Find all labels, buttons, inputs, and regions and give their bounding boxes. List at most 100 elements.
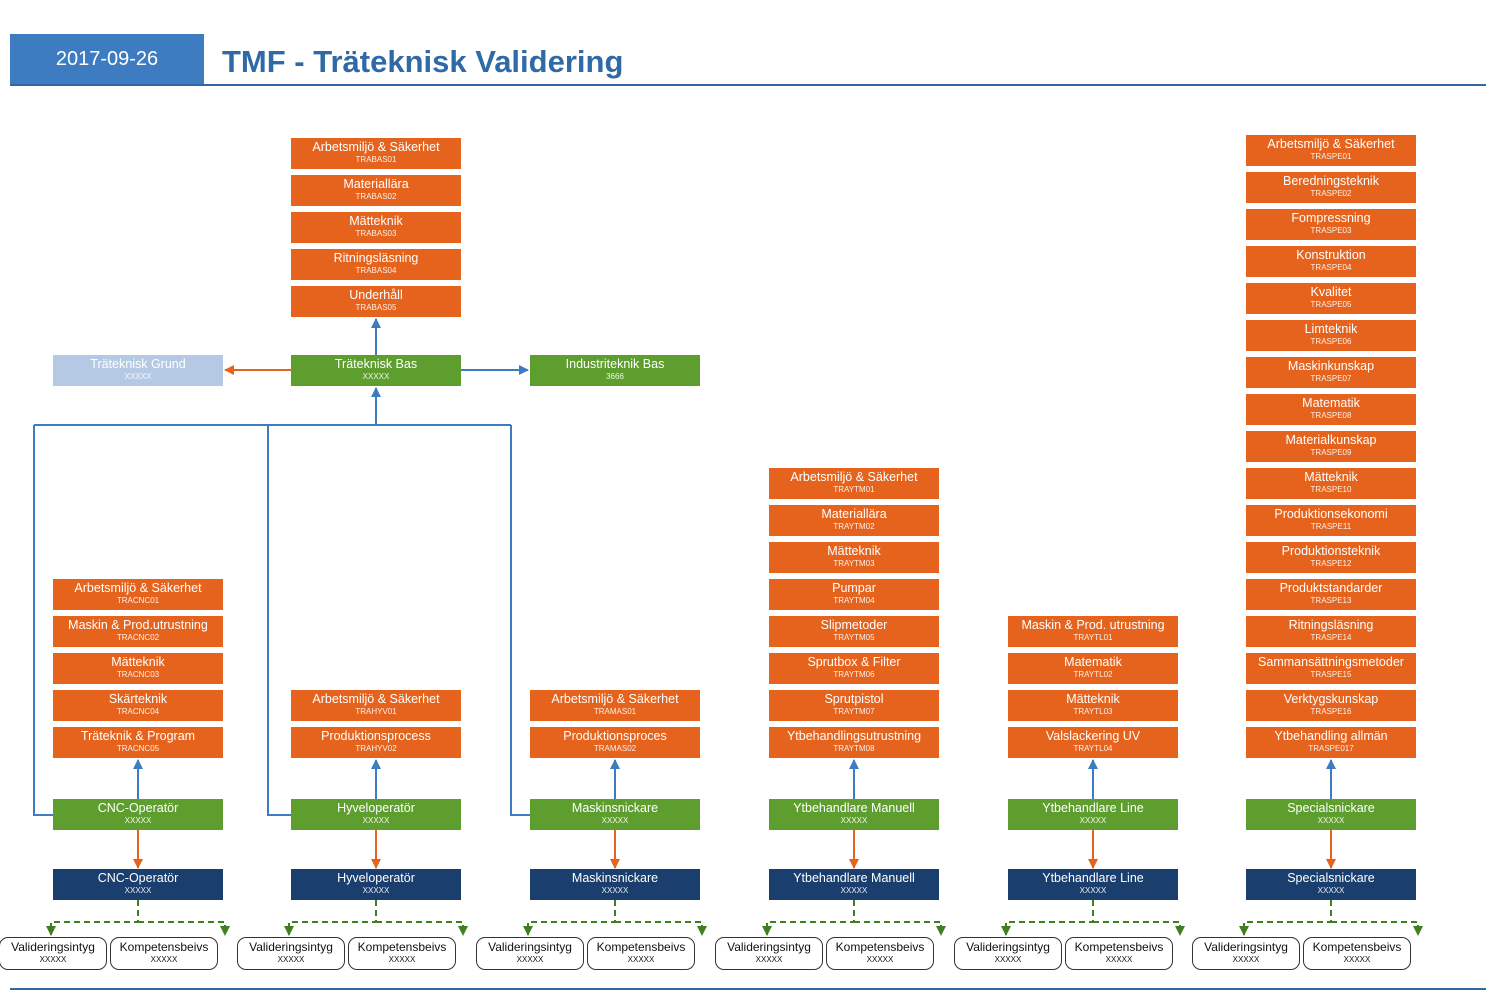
module-box-code: TRASPE16 bbox=[1310, 707, 1352, 716]
module-box-name: Slipmetoder bbox=[820, 618, 888, 632]
kompetensbevis-box-code: XXXXX bbox=[866, 955, 894, 964]
header-divider bbox=[10, 84, 1486, 86]
module-box-name: Skärteknik bbox=[108, 692, 168, 706]
certificate-box-code: XXXXX bbox=[840, 886, 868, 895]
certificate-box-name: Hyveloperatör bbox=[337, 871, 415, 885]
grund-box-name: Träteknisk Grund bbox=[90, 357, 186, 371]
certificate-box-code: XXXXX bbox=[124, 886, 152, 895]
certificate-to-intyg-connector bbox=[284, 900, 377, 936]
grund-box-code: XXXXX bbox=[124, 372, 152, 381]
bas-profile-box-name: Träteknisk Bas bbox=[334, 357, 418, 371]
kompetensbevis-box-code: XXXXX bbox=[150, 955, 178, 964]
certificate-to-intyg-connector bbox=[762, 900, 855, 936]
bas-module-name: Mätteknik bbox=[349, 214, 403, 228]
module-box-code: TRAYTL04 bbox=[1073, 744, 1113, 753]
valideringsintyg-box-name: Valideringsintyg bbox=[727, 940, 811, 954]
module-box-name: Maskin & Prod. utrustning bbox=[1021, 618, 1165, 632]
profile-box-name: Hyveloperatör bbox=[337, 801, 415, 815]
valideringsintyg-box-code: XXXXX bbox=[516, 955, 544, 964]
profile-box-name: Ytbehandlare Manuell bbox=[793, 801, 915, 815]
kompetensbevis-box-code: XXXXX bbox=[388, 955, 416, 964]
module-box-code: TRAYTL02 bbox=[1073, 670, 1113, 679]
profile-box-code: XXXXX bbox=[601, 816, 629, 825]
module-box-name: Produktstandarder bbox=[1279, 581, 1383, 595]
kompetensbevis-box-name: Kompetensbeivs bbox=[596, 940, 686, 954]
certificate-to-bevis-connector bbox=[376, 921, 468, 936]
valideringsintyg-box-code: XXXXX bbox=[277, 955, 305, 964]
module-box-code: TRASPE03 bbox=[1310, 226, 1352, 235]
module-box-code: TRASPE09 bbox=[1310, 448, 1352, 457]
module-box-code: TRASPE11 bbox=[1310, 522, 1352, 531]
valideringsintyg-box-name: Valideringsintyg bbox=[249, 940, 333, 954]
module-box-code: TRASPE06 bbox=[1310, 337, 1352, 346]
kompetensbevis-box-name: Kompetensbeivs bbox=[1312, 940, 1402, 954]
module-box-name: Konstruktion bbox=[1296, 248, 1366, 262]
bas-module-name: Arbetsmiljö & Säkerhet bbox=[312, 140, 440, 154]
module-box-code: TRASPE05 bbox=[1310, 300, 1352, 309]
kompetensbevis-box-name: Kompetensbeivs bbox=[119, 940, 209, 954]
module-box-code: TRASPE01 bbox=[1310, 152, 1352, 161]
certificate-box-code: XXXXX bbox=[1079, 886, 1107, 895]
module-box-name: Mätteknik bbox=[111, 655, 165, 669]
module-box-code: TRACNC04 bbox=[116, 707, 160, 716]
module-box-name: Matematik bbox=[1064, 655, 1122, 669]
module-box-code: TRASPE02 bbox=[1310, 189, 1352, 198]
module-box-name: Fompressning bbox=[1291, 211, 1371, 225]
certificate-to-bevis-connector bbox=[1093, 921, 1185, 936]
module-box-name: Sprutpistol bbox=[824, 692, 884, 706]
valideringsintyg-box-code: XXXXX bbox=[1232, 955, 1260, 964]
module-box-code: TRAYTL03 bbox=[1073, 707, 1113, 716]
module-box-code: TRASPE14 bbox=[1310, 633, 1352, 642]
bas-module-code: TRABAS01 bbox=[355, 155, 397, 164]
valideringsintyg-box-code: XXXXX bbox=[755, 955, 783, 964]
module-box-code: TRASPE13 bbox=[1310, 596, 1352, 605]
module-box-code: TRAYTM05 bbox=[833, 633, 875, 642]
valideringsintyg-box-name: Valideringsintyg bbox=[11, 940, 95, 954]
bas-profile-box-code: XXXXX bbox=[362, 372, 390, 381]
module-box-code: TRACNC02 bbox=[116, 633, 160, 642]
module-box-name: Pumpar bbox=[832, 581, 876, 595]
industri-box-name: Industriteknik Bas bbox=[565, 357, 665, 371]
module-box-name: Maskin & Prod.utrustning bbox=[68, 618, 208, 632]
profile-box-name: Ytbehandlare Line bbox=[1042, 801, 1144, 815]
module-box-name: Sprutbox & Filter bbox=[807, 655, 901, 669]
module-box-code: TRAYTL01 bbox=[1073, 633, 1113, 642]
profile-box-code: XXXXX bbox=[1079, 816, 1107, 825]
module-box-name: Produktionsproces bbox=[563, 729, 667, 743]
module-box-name: Kvalitet bbox=[1310, 285, 1352, 299]
certificate-box-name: Ytbehandlare Manuell bbox=[793, 871, 915, 885]
valideringsintyg-box-name: Valideringsintyg bbox=[966, 940, 1050, 954]
module-box-code: TRASPE04 bbox=[1310, 263, 1352, 272]
